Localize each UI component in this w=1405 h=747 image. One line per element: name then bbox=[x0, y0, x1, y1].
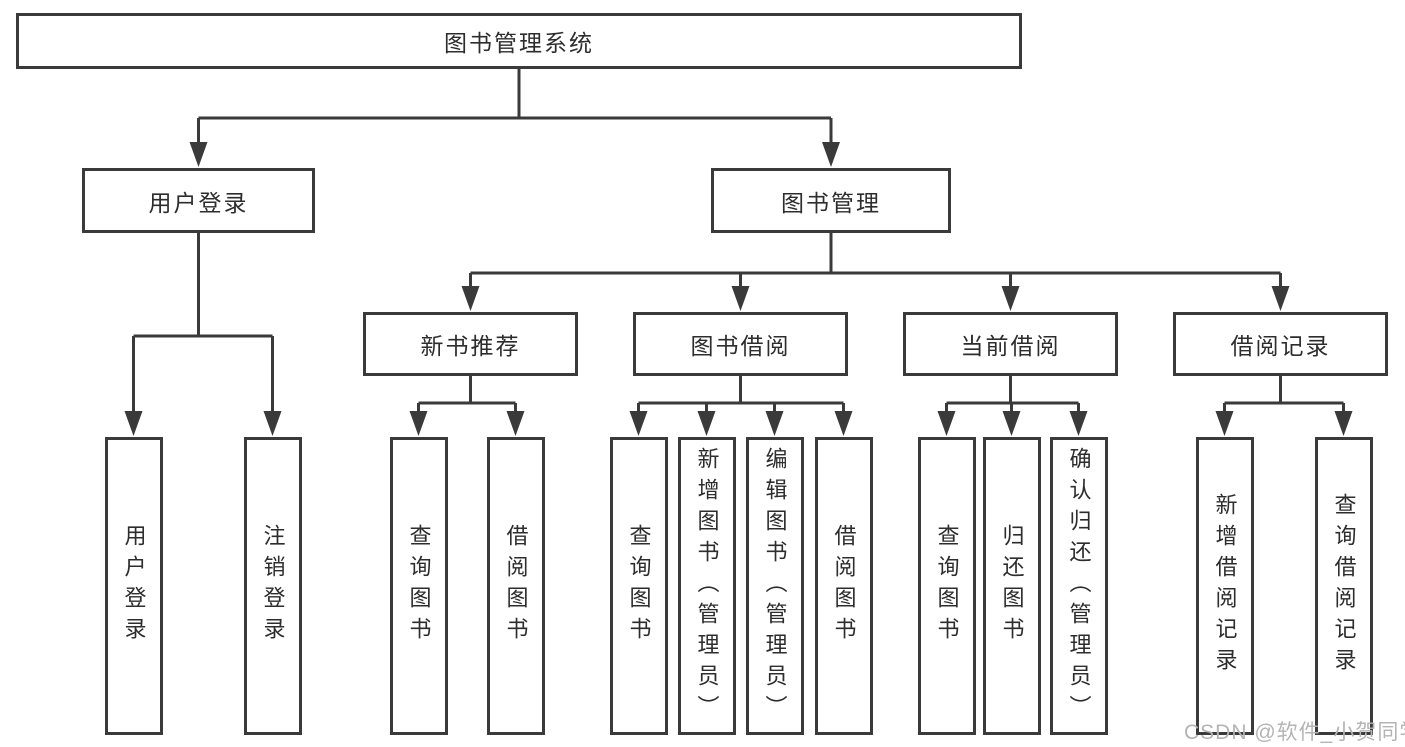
node-add-borrow-record: 新增借阅记录 bbox=[1196, 437, 1254, 735]
node-logout-action-label: 注销登录 bbox=[260, 524, 286, 648]
node-return-books: 归还图书 bbox=[983, 437, 1041, 735]
node-query-books-current: 查询图书 bbox=[918, 437, 976, 735]
node-borrow-books-action-label: 借阅图书 bbox=[831, 524, 857, 648]
node-return-books-label: 归还图书 bbox=[999, 524, 1025, 648]
node-query-books-borrow-label: 查询图书 bbox=[626, 524, 652, 648]
node-query-borrow-record-label: 查询借阅记录 bbox=[1331, 493, 1357, 679]
node-query-books-recommend-label: 查询图书 bbox=[406, 524, 432, 648]
node-borrow-records: 借阅记录 bbox=[1173, 312, 1388, 376]
node-borrow-books-recommend: 借阅图书 bbox=[487, 437, 545, 735]
node-user-login-action: 用户登录 bbox=[105, 437, 163, 735]
node-edit-books-admin: 编辑图书（管理员） bbox=[746, 437, 804, 735]
node-query-books-current-label: 查询图书 bbox=[934, 524, 960, 648]
node-current-borrow: 当前借阅 bbox=[903, 312, 1118, 376]
node-add-books-admin: 新增图书（管理员） bbox=[678, 437, 736, 735]
node-book-management: 图书管理 bbox=[711, 168, 951, 233]
node-query-books-borrow: 查询图书 bbox=[610, 437, 668, 735]
node-logout-action: 注销登录 bbox=[244, 437, 302, 735]
node-confirm-return-admin: 确认归还（管理员） bbox=[1050, 437, 1108, 735]
node-user-login-action-label: 用户登录 bbox=[121, 524, 147, 648]
node-add-borrow-record-label: 新增借阅记录 bbox=[1212, 493, 1238, 679]
node-new-book-recommend: 新书推荐 bbox=[363, 312, 578, 376]
node-book-borrow: 图书借阅 bbox=[633, 312, 848, 376]
node-query-books-recommend: 查询图书 bbox=[390, 437, 448, 735]
node-borrow-books-recommend-label: 借阅图书 bbox=[503, 524, 529, 648]
node-confirm-return-admin-label: 确认归还（管理员） bbox=[1066, 446, 1092, 726]
node-user-login: 用户登录 bbox=[82, 168, 315, 233]
node-query-borrow-record: 查询借阅记录 bbox=[1315, 437, 1373, 735]
node-add-books-admin-label: 新增图书（管理员） bbox=[694, 446, 720, 726]
csdn-watermark: CSDN @软件_小贺同学 bbox=[1184, 721, 1405, 744]
node-edit-books-admin-label: 编辑图书（管理员） bbox=[762, 446, 788, 726]
node-borrow-books-action: 借阅图书 bbox=[815, 437, 873, 735]
node-library-management-system: 图书管理系统 bbox=[16, 13, 1022, 69]
